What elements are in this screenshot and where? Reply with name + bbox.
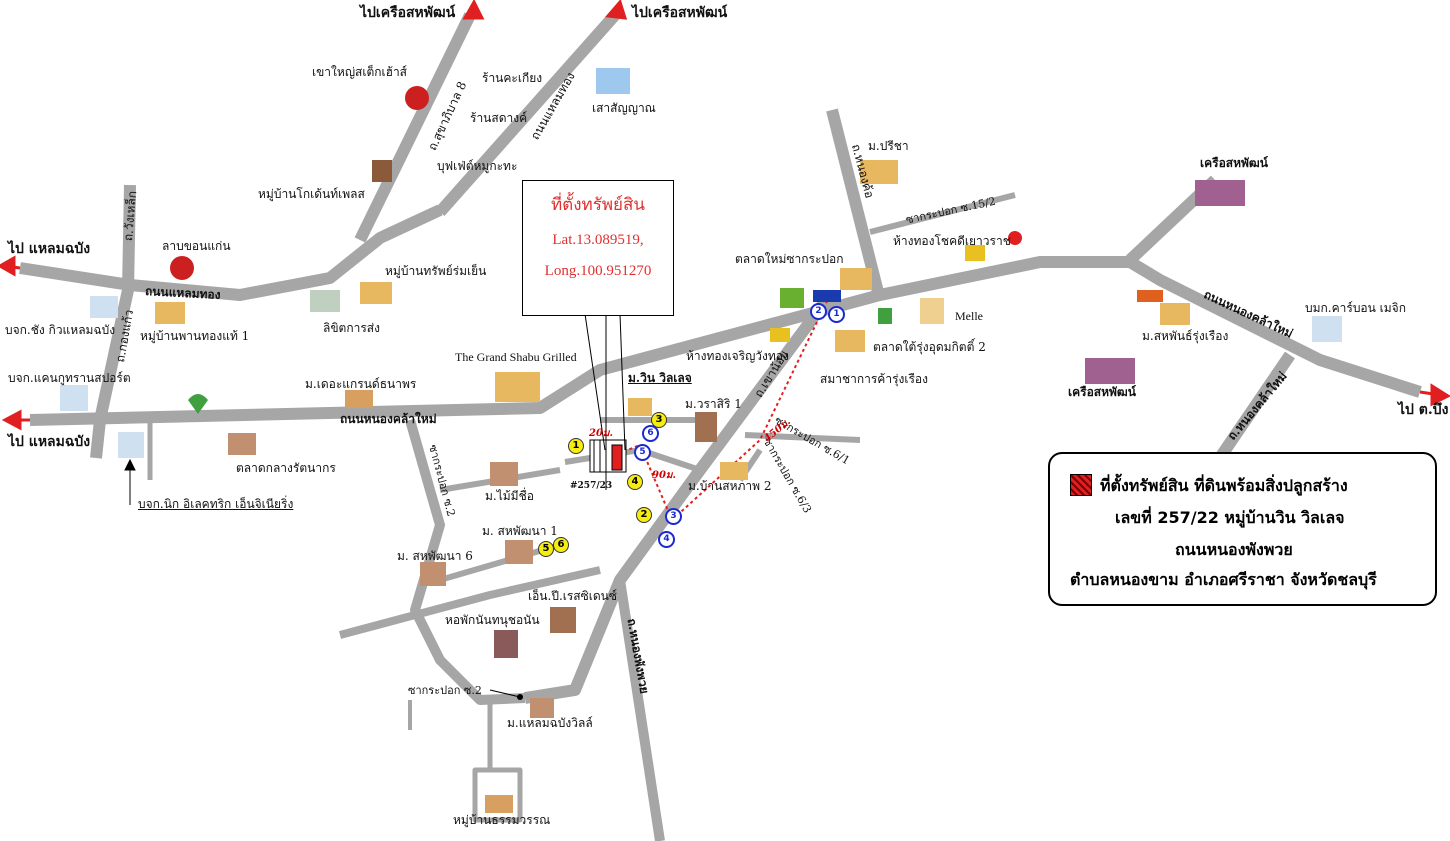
place-ran-sadang: ร้านสดางค์ (470, 111, 528, 125)
direction-top-left: ไปเครือสหพัฒน์ (360, 5, 456, 21)
callout-pointers (584, 313, 626, 490)
place-melle: Melle (955, 309, 983, 323)
place-m-sahaphat1: ม. สหพัฒนา 1 (482, 524, 558, 538)
place-ran-kathiang: ร้านคะเกียง (482, 71, 543, 85)
route-to-property (614, 294, 831, 521)
property-info-box: ที่ตั้งทรัพย์สิน ที่ดินพร้อมสิ่งปลูกสร้า… (1048, 452, 1437, 606)
place-mu-ban-phan-thong: หมู่บ้านพานทองแท้ 1 (140, 329, 250, 343)
soi2-pointer (489, 689, 521, 698)
yellow-marker-5: 5 (538, 541, 554, 557)
place-m-win: ม.วิน วิลเลจ (628, 371, 692, 385)
road-laem-thong (19, 204, 443, 301)
road-network (19, 11, 1422, 841)
blue-marker-4: 4 (658, 531, 675, 548)
location-callout: ที่ตั้งทรัพย์สิน Lat.13.089519, Long.100… (522, 180, 674, 316)
place-mu-ban-sap-rom-yen: หมู่บ้านทรัพย์ร่มเย็น (385, 264, 487, 278)
place-khao-yai: เขาใหญ่สเต็กเฮ้าส์ (312, 65, 408, 79)
place-talat-mai: ตลาดใหม่ซากระปอก (735, 252, 844, 266)
blue-marker-2: 2 (810, 303, 827, 320)
yellow-marker-1: 1 (568, 438, 584, 454)
place-krua-sahaphat-top: เครือสหพัฒน์ (1200, 156, 1268, 170)
place-m-preecha: ม.ปรีชา (868, 139, 909, 153)
place-m-the-grand: ม.เดอะแกรนด์ธนาพร (305, 377, 417, 391)
place-golden-place: หมู่บ้านโกเด้นท์เพลส (258, 187, 365, 201)
road-label-laem-thong: ถนนแหลมทอง (144, 284, 221, 302)
road-soi-152 (869, 192, 1016, 235)
road-soi-2-left (405, 418, 526, 705)
property-plot (589, 439, 627, 473)
place-m-laem-chabang-ville: ม.แหลมฉบังวิลล์ (507, 716, 593, 730)
callout-title: ที่ตั้งทรัพย์สิน (550, 195, 646, 214)
place-m-mimi: ม.ไม้มีชื่อ (485, 489, 534, 503)
place-plot-label: #257/23 (570, 481, 613, 491)
building-icons (60, 68, 1342, 813)
road-wang-lek (90, 184, 136, 459)
road-label-soi-2: ซากระปอก ซ.2 (408, 684, 482, 697)
place-sao-sanyan: เสาสัญญาณ (592, 101, 656, 115)
blue-marker-6: 6 (642, 425, 659, 442)
road-soi-61 (744, 432, 861, 443)
info-line-4: ตำบลหนองขาม อำเภอศรีราชา จังหวัดชลบุรี (1070, 570, 1377, 589)
road-label-nong-khla-mai-left: ถนนหนองคล้าใหม่ (340, 412, 437, 426)
road-win-village (564, 447, 701, 473)
place-grand-shabu: The Grand Shabu Grilled (455, 350, 577, 364)
road-laem-thong-diag (435, 11, 620, 216)
road-soi-2-south (472, 700, 523, 823)
direction-left-lower: ไป แหลมฉบัง (8, 434, 91, 450)
yellow-marker-3: 3 (651, 412, 667, 428)
road-nong-phang-phuai-south (615, 579, 665, 841)
yellow-marker-6: 6 (553, 537, 569, 553)
place-m-warasiri: ม.วราสิริ 1 (685, 397, 742, 411)
place-m-baan-sahaphap: ม.บ้านสหภาพ 2 (688, 479, 772, 493)
distance-20m: 20ม. (589, 428, 613, 439)
place-hang-thong-charoen: ห้างทองเจริญวังทอง (686, 349, 789, 363)
direction-left-upper: ไป แหลมฉบัง (8, 241, 91, 257)
place-en-p-residence: เอ็น.ปี.เรสซิเดนซ์ (528, 589, 618, 603)
place-buffet: บุฟเฟ่ต์หมูกะทะ (437, 159, 518, 173)
place-talat-tai: ตลาดใต้รุ่งอุดมกิตติ์ 2 (873, 340, 986, 354)
yellow-marker-4: 4 (627, 474, 643, 490)
place-m-sahaphat6: ม. สหพัฒนา 6 (397, 549, 473, 563)
place-m-sahaphan: ม.สหพันธ์รุ่งเรือง (1142, 329, 1229, 343)
place-bk-kanok: บจก.แคนกูทรานสปอร์ต (8, 371, 131, 385)
place-mu-ban-thammawan: หมู่บ้านธรรมวรรณ (453, 813, 551, 827)
road-sukhaphiban-8 (354, 12, 476, 243)
property-legend-swatch (1070, 474, 1092, 496)
distance-90m: 90ม. (652, 470, 676, 481)
road-nong-khla-mai-diag (1210, 351, 1295, 469)
place-bk-nik: บจก.นิก อิเลคทริก เอ็นจิเนียริ่ง (138, 497, 294, 511)
callout-lat: Lat.13.089519, (552, 232, 644, 248)
place-talat-klang: ตลาดกลางรัตนากร (236, 461, 336, 475)
info-line-1: ที่ตั้งทรัพย์สิน ที่ดินพร้อมสิ่งปลูกสร้า… (1100, 476, 1348, 495)
place-krua-sahaphat-bottom: เครือสหพัฒน์ (1068, 385, 1136, 399)
place-hang-thong-chok: ห้างทองโชคดีเยาวราช (893, 234, 1011, 248)
place-bk-chang: บจก.ชัง กิวแหลมฉบัง (5, 323, 116, 337)
place-hopak: หอพักนันทนุชอนัน (445, 613, 540, 627)
place-bmk-carbon: บมก.คาร์บอน เมจิก (1305, 301, 1406, 315)
callout-long: Long.100.951270 (544, 263, 652, 279)
road-nong-khla-mai (29, 256, 1422, 426)
info-line-2: เลขที่ 257/22 หมู่บ้านวิน วิลเลจ (1115, 508, 1345, 527)
direction-right: ไป ต.บึง (1398, 402, 1449, 418)
road-soi-2-branch3 (338, 566, 601, 639)
blue-marker-3: 3 (665, 508, 682, 525)
direction-arrows (0, 0, 1450, 431)
bk-nik-pointer (124, 458, 136, 505)
info-line-3: ถนนหนองพังพวย (1175, 540, 1293, 559)
place-sisi-kansong: ลิขิตการส่ง (323, 321, 380, 335)
direction-top-right: ไปเครือสหพัฒน์ (632, 5, 728, 21)
blue-marker-1: 1 (828, 306, 845, 323)
yellow-marker-2: 2 (636, 507, 652, 523)
blue-marker-5: 5 (634, 444, 651, 461)
place-sahakon: สมาชาการค้ารุ่งเรือง (820, 372, 928, 386)
place-lap-khon-kaen: ลาบขอนแก่น (162, 239, 231, 253)
